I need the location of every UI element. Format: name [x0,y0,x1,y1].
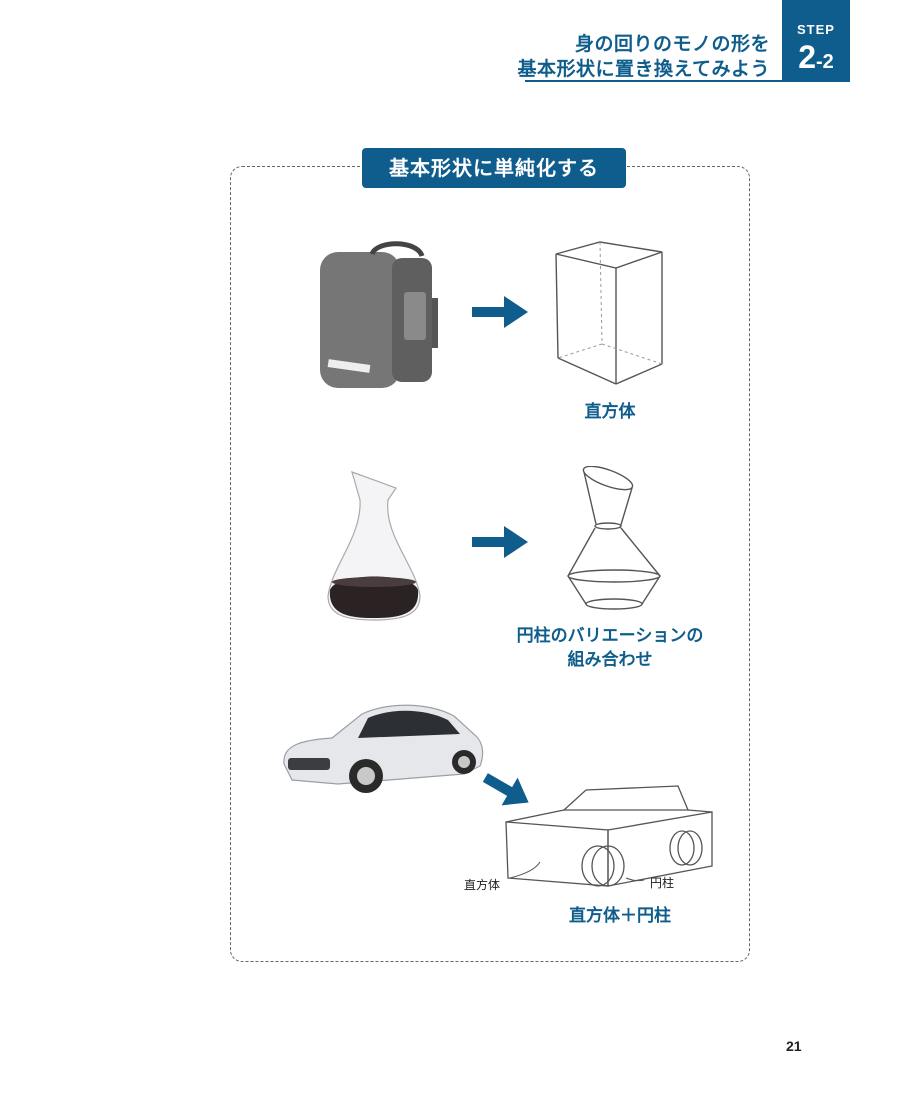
header-title-line2: 基本形状に置き換えてみよう [517,58,770,80]
step-minor: -2 [816,51,834,73]
caption-cuboid-plus-cylinder: 直方体＋円柱 [569,906,671,926]
cuboid-sketch [555,241,663,385]
decanter-image [327,471,421,621]
label-cuboid: 直方体 [464,878,501,892]
cuboid-cylinder-car-sketch [505,785,713,887]
step-label: STEP [797,22,835,37]
arrow-right-icon [472,526,528,558]
arrow-down-right-icon [482,773,529,806]
arrow-right-icon [472,296,528,328]
step-major: 2 [798,39,816,75]
page-header-title: 身の回りのモノの形を 基本形状に置き換えてみよう [517,32,770,82]
header-title-line1: 身の回りのモノの形を [574,33,770,55]
panel-title: 基本形状に単純化する [362,148,626,188]
caption-cuboid: 直方体 [584,402,636,422]
step-badge: STEP 2-2 [782,0,850,82]
car-image [283,704,484,793]
header-rule [525,80,845,82]
backpack-image [320,241,438,388]
step-number: 2-2 [782,39,850,76]
caption-cylinder-combination: 円柱のバリエーションの 組み合わせ [490,624,730,672]
label-cylinder: 円柱 [650,876,675,890]
caption-line2: 組み合わせ [567,650,653,670]
caption-line1: 円柱のバリエーションの [516,626,704,646]
page-number: 21 [786,1038,802,1054]
cylinder-combination-sketch [567,466,661,610]
